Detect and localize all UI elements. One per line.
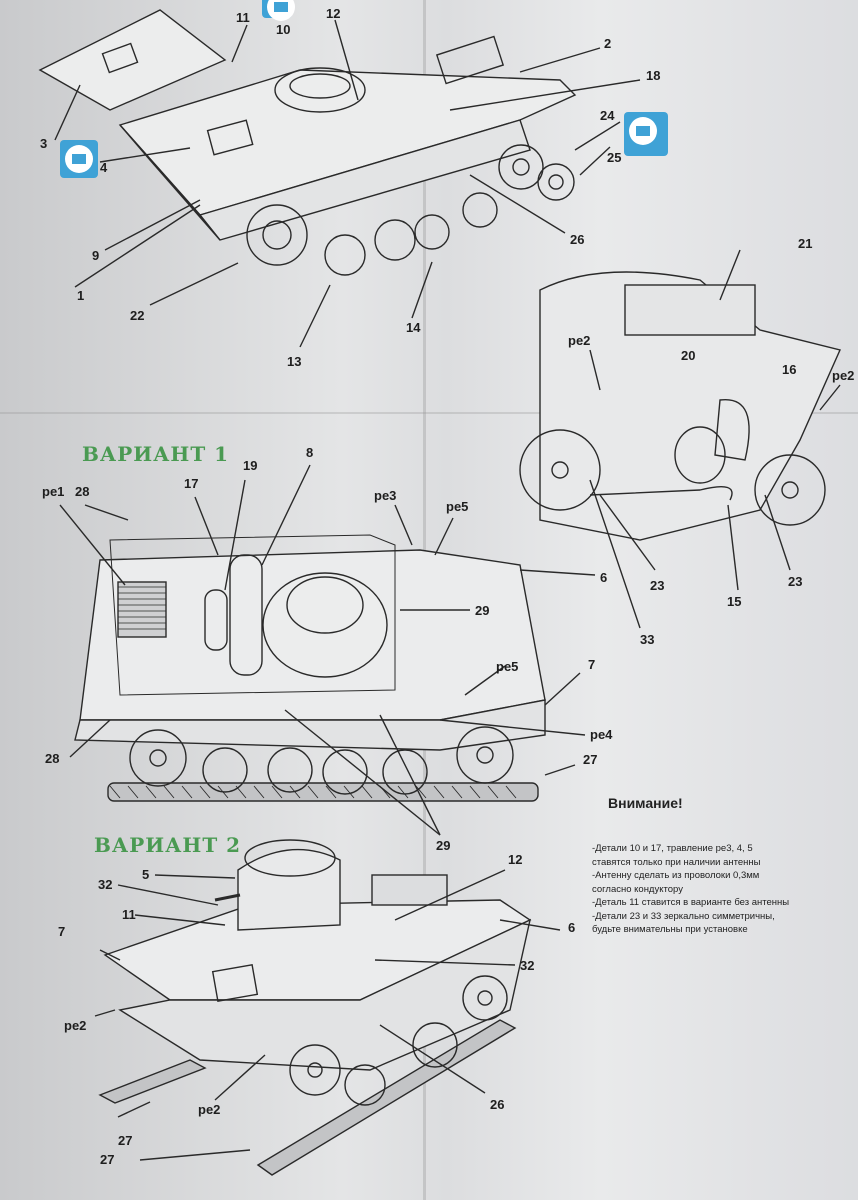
part-label: pe2 (64, 1018, 87, 1033)
part-label: 14 (406, 320, 421, 335)
part-label: pe2 (568, 333, 591, 348)
part-label: pe3 (374, 488, 397, 503)
paper-fold-horizontal (0, 412, 858, 414)
attention-title: Внимание! (608, 795, 683, 811)
note-item: -Детали 10 и 17, травление ре3, 4, 5 ста… (592, 843, 761, 868)
part-label: 9 (92, 248, 100, 263)
part-label: 6 (568, 920, 576, 935)
note-item: -Деталь 11 ставится в варианте без антен… (592, 897, 790, 908)
part-label: 16 (782, 362, 797, 377)
detail-inset-drawing (519, 249, 841, 629)
part-label: 12 (326, 6, 341, 21)
part-label: pe5 (496, 659, 519, 674)
part-label: 11 (122, 907, 136, 922)
part-label: 32 (98, 877, 113, 892)
part-label: pe2 (832, 368, 855, 383)
part-label: 7 (588, 657, 596, 672)
part-label: 27 (583, 752, 598, 767)
part-label: 27 (100, 1152, 115, 1167)
part-label: 23 (788, 574, 803, 589)
rotate-badge-icon (262, 0, 295, 21)
top-assembly-drawing (38, 9, 641, 348)
part-label: pe5 (446, 499, 469, 514)
part-label: 12 (508, 852, 523, 867)
part-label: 15 (727, 594, 742, 609)
note-item: -Детали 23 и 33 зеркально симметричны, б… (592, 910, 775, 936)
part-label: 2 (604, 36, 612, 51)
part-label: 11 (236, 10, 250, 25)
variant1-track (107, 782, 539, 802)
note-item: -Антенну сделать из проволоки 0,3мм согл… (592, 870, 760, 895)
assembly-notes: -Детали 10 и 17, травление ре3, 4, 5 ста… (592, 842, 792, 937)
part-label: 33 (640, 632, 655, 647)
part-label: 28 (45, 751, 60, 766)
rotate-badge-icon (624, 112, 668, 156)
variant1-drawing (59, 464, 596, 836)
part-label: 24 (600, 108, 615, 123)
part-label: 26 (570, 232, 585, 247)
variant2-tracks (98, 1019, 517, 1176)
part-label: 22 (130, 308, 145, 323)
part-label: 29 (436, 838, 451, 853)
part-label: 18 (646, 68, 661, 83)
rotate-badge-icon (60, 140, 98, 178)
variant2-title: ВАРИАНТ 2 (94, 833, 242, 857)
part-label: 3 (40, 136, 48, 151)
part-label: 27 (118, 1133, 133, 1148)
part-label: 28 (75, 484, 90, 499)
part-label: 20 (681, 348, 696, 363)
part-label: pe2 (198, 1102, 221, 1117)
part-label: 13 (287, 354, 302, 369)
variant2-drawing (94, 839, 561, 1176)
part-label: 6 (600, 570, 608, 585)
part-label: pe4 (590, 727, 613, 742)
part-label: 7 (58, 924, 66, 939)
part-label: 8 (306, 445, 314, 460)
part-label: 1 (77, 288, 85, 303)
part-label: 10 (276, 22, 291, 37)
part-label: 32 (520, 958, 535, 973)
part-label: 26 (490, 1097, 505, 1112)
part-label: pe1 (42, 484, 65, 499)
part-label: 5 (142, 867, 150, 882)
variant1-title: ВАРИАНТ 1 (82, 442, 230, 466)
part-label: 21 (798, 236, 813, 251)
top-wheels (246, 144, 575, 276)
part-label: 25 (607, 150, 622, 165)
part-label: 19 (243, 458, 258, 473)
part-label: 4 (100, 160, 108, 175)
part-label: 23 (650, 578, 665, 593)
part-label: 29 (475, 603, 490, 618)
part-label: 17 (184, 476, 199, 491)
